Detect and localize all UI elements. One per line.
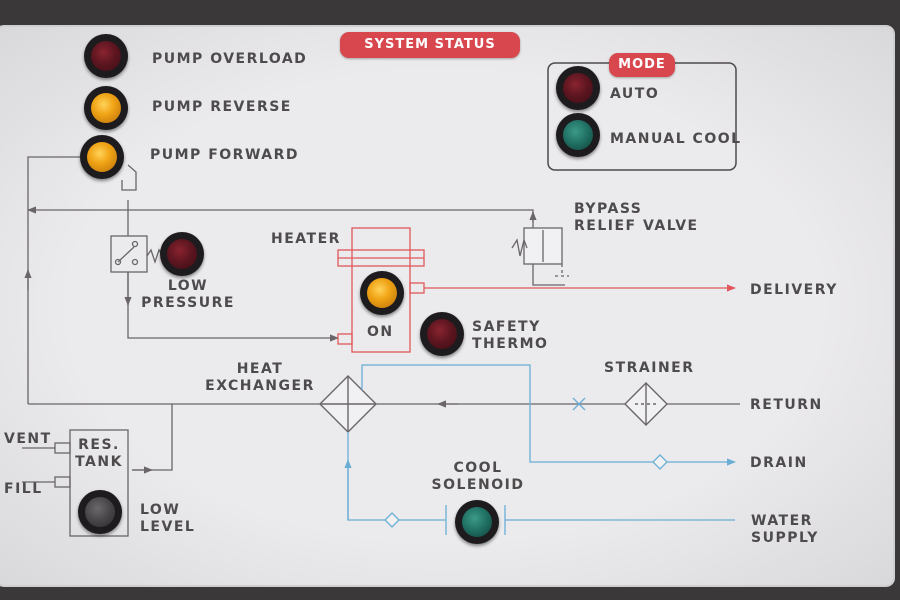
pump-forward-label: PUMP FORWARD	[150, 147, 299, 163]
vent-label: VENT	[4, 431, 52, 447]
safety-thermo-label: SAFETY THERMO	[472, 319, 548, 353]
strainer-label: STRAINER	[604, 360, 695, 376]
pump-forward-lamp[interactable]	[80, 135, 124, 179]
auto-mode-label: AUTO	[610, 86, 660, 102]
bypass-line-2: RELIEF VALVE	[574, 218, 699, 234]
heater-symbol	[337, 227, 425, 353]
return-label: RETURN	[750, 397, 823, 413]
cool-solenoid-label: COOL SOLENOID	[418, 460, 538, 494]
res-tank-line-2: TANK	[75, 454, 123, 470]
safety-thermo-lamp[interactable]	[420, 312, 464, 356]
heat-exchanger-line-1: HEAT	[236, 361, 284, 377]
heat-exchanger-label: HEAT EXCHANGER	[200, 361, 320, 395]
low-level-label: LOW LEVEL	[140, 502, 195, 536]
water-supply-line-2: SUPPLY	[751, 530, 819, 546]
hydraulic-lines	[22, 156, 740, 483]
fill-label: FILL	[4, 481, 43, 497]
system-status-title: SYSTEM STATUS	[340, 32, 520, 58]
manual-cool-label: MANUAL COOL	[610, 131, 742, 147]
low-level-line-1: LOW	[140, 502, 181, 518]
pump-reverse-lamp[interactable]	[84, 86, 128, 130]
pump-overload-lamp[interactable]	[84, 34, 128, 78]
cool-solenoid-lamp[interactable]	[455, 500, 499, 544]
manual-cool-lamp[interactable]	[556, 113, 600, 157]
low-pressure-lamp[interactable]	[160, 232, 204, 276]
bypass-relief-valve-label: BYPASS RELIEF VALVE	[574, 201, 699, 235]
res-tank-line-1: RES.	[78, 437, 120, 453]
low-level-line-2: LEVEL	[140, 519, 196, 535]
panel-face	[0, 25, 895, 587]
drain-label: DRAIN	[750, 455, 808, 471]
bypass-valve-symbol	[511, 227, 569, 277]
water-supply-line-1: WATER	[751, 513, 813, 529]
mode-title: MODE	[609, 53, 675, 77]
heat-exchanger-line-2: EXCHANGER	[205, 378, 315, 394]
check-valve-symbol	[572, 397, 586, 411]
heater-on-label: ON	[367, 324, 394, 340]
heater-on-lamp[interactable]	[360, 271, 404, 315]
strainer-symbol	[624, 382, 668, 426]
safety-thermo-line-1: SAFETY	[472, 319, 541, 335]
water-supply-label: WATER SUPPLY	[751, 513, 819, 547]
heater-label: HEATER	[271, 231, 341, 247]
pressure-switch-symbol	[110, 235, 164, 273]
low-level-lamp[interactable]	[78, 490, 122, 534]
res-tank-label: RES. TANK	[70, 437, 128, 471]
low-pressure-line-1: LOW	[167, 278, 209, 294]
low-pressure-line-2: PRESSURE	[141, 295, 235, 311]
safety-thermo-line-2: THERMO	[472, 336, 549, 352]
low-pressure-label: LOW PRESSURE	[138, 278, 238, 312]
cool-solenoid-line-1: COOL	[453, 460, 503, 476]
pump-reverse-label: PUMP REVERSE	[152, 99, 292, 115]
delivery-label: DELIVERY	[750, 282, 838, 298]
cool-solenoid-line-2: SOLENOID	[431, 477, 525, 493]
bypass-line-1: BYPASS	[574, 201, 643, 217]
pump-overload-label: PUMP OVERLOAD	[152, 51, 308, 67]
auto-mode-lamp[interactable]	[556, 66, 600, 110]
water-lines	[344, 364, 736, 535]
